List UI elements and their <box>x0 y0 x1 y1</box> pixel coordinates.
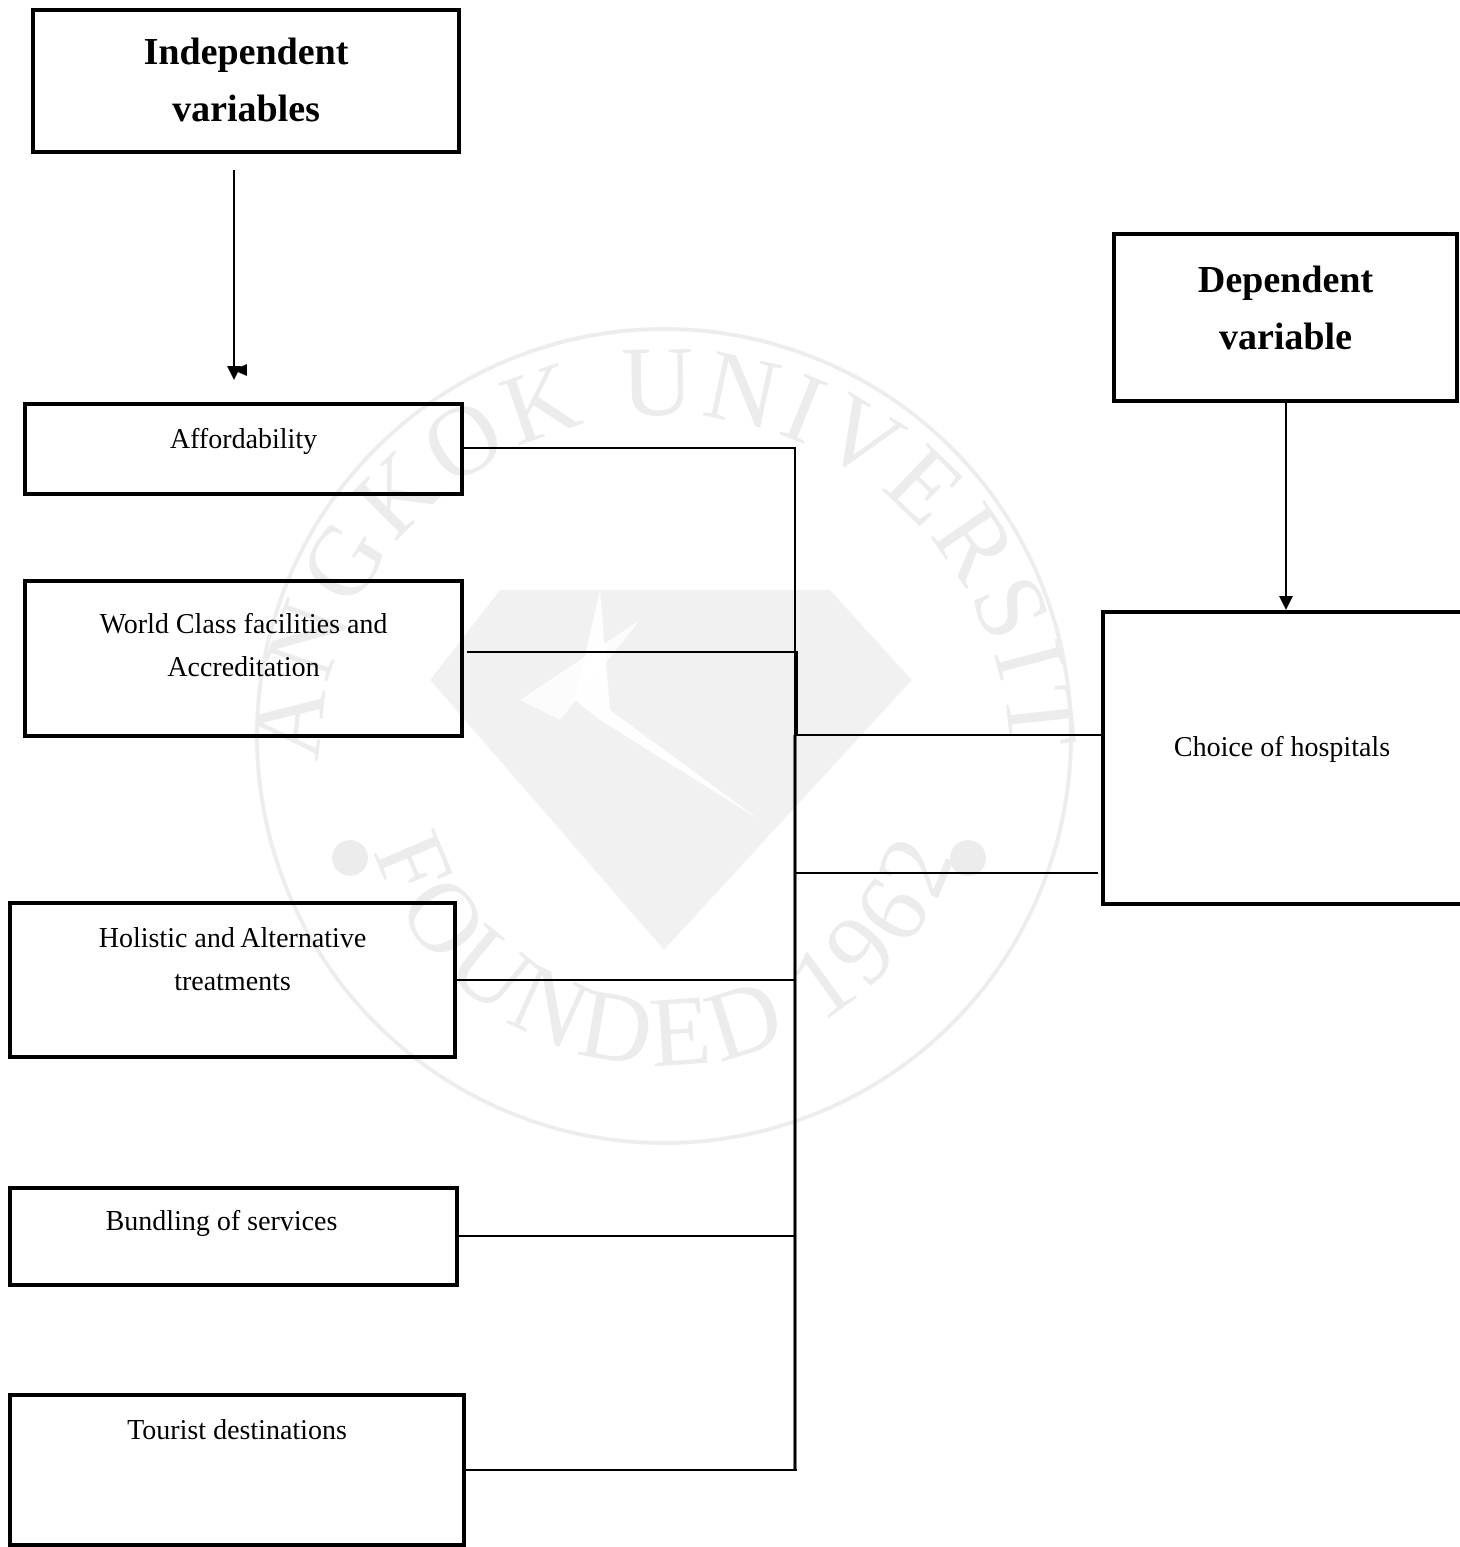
factor-label: World Class facilities and <box>99 609 388 640</box>
factor-box-bundling: Bundling of services <box>8 1186 459 1287</box>
outcome-box: Choice of hospitals <box>1101 610 1460 906</box>
connector-affordability <box>461 447 796 735</box>
factor-box-world-class: World Class facilities and Accreditation <box>23 579 464 738</box>
factor-label: Affordability <box>169 424 318 455</box>
factor-label: treatments <box>174 966 291 997</box>
independent-variables-header: Independent variables <box>31 8 461 154</box>
independent-header-line1: Independent <box>143 31 349 73</box>
dependent-header-line2: variable <box>1219 316 1352 358</box>
factor-box-tourist: Tourist destinations <box>8 1393 466 1547</box>
outcome-label: Choice of hospitals <box>1173 732 1391 763</box>
factor-box-holistic: Holistic and Alternative treatments <box>8 901 457 1059</box>
dependent-variable-header: Dependent variable <box>1112 232 1459 403</box>
factor-label: Accreditation <box>167 652 320 683</box>
connector-world-class <box>467 651 798 735</box>
dependent-header-line1: Dependent <box>1197 259 1374 301</box>
factor-label: Tourist destinations <box>127 1415 347 1446</box>
factor-label: Bundling of services <box>105 1206 338 1237</box>
factor-label: Holistic and Alternative <box>98 923 367 954</box>
independent-header-line2: variables <box>172 88 320 130</box>
factor-box-affordability: Affordability <box>23 402 464 496</box>
